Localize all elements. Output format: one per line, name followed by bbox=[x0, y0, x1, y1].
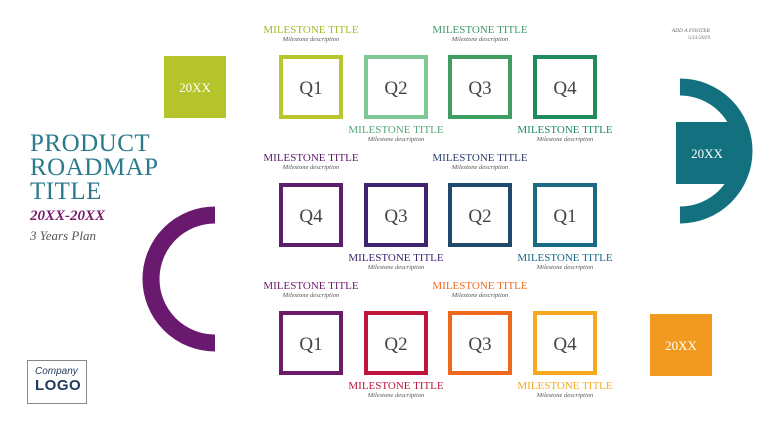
quarter-label: Q1 bbox=[553, 206, 576, 227]
quarter-box: Q4 bbox=[533, 311, 597, 375]
milestone-title: MILESTONE TITLE bbox=[432, 152, 528, 164]
quarter-box-frame bbox=[533, 311, 597, 375]
milestone-title: MILESTONE TITLE bbox=[348, 380, 444, 392]
quarter-label: Q1 bbox=[299, 78, 322, 99]
milestone-description: Milestone description bbox=[451, 164, 509, 171]
milestone-title: MILESTONE TITLE bbox=[348, 124, 444, 136]
company-logo: Company LOGO bbox=[27, 360, 87, 404]
title-line-2: ROADMAP bbox=[30, 154, 159, 181]
milestone-description: Milestone description bbox=[451, 36, 509, 43]
milestone-description: Milestone description bbox=[367, 264, 425, 271]
year-marker-box bbox=[650, 314, 712, 376]
quarter-box-frame bbox=[364, 183, 428, 247]
plan-label: 3 Years Plan bbox=[30, 228, 96, 243]
year-marker: 20XX bbox=[164, 56, 226, 118]
track-right-curve bbox=[679, 78, 753, 224]
quarter-label: Q2 bbox=[468, 206, 491, 227]
milestone-title: MILESTONE TITLE bbox=[517, 252, 613, 264]
quarter-label: Q4 bbox=[553, 334, 577, 355]
quarter-box: Q1 bbox=[279, 55, 343, 119]
quarter-box-frame bbox=[364, 55, 428, 119]
quarter-box: Q2 bbox=[364, 55, 428, 119]
milestone-title: MILESTONE TITLE bbox=[263, 152, 359, 164]
quarter-box: Q4 bbox=[533, 55, 597, 119]
footer: ADD A FOOTER 5/11/2019 bbox=[672, 28, 710, 42]
quarter-box: Q2 bbox=[448, 183, 512, 247]
quarter-box: Q3 bbox=[364, 183, 428, 247]
title-line-3: TITLE bbox=[30, 178, 102, 205]
milestone-title: MILESTONE TITLE bbox=[517, 380, 613, 392]
milestone-title: MILESTONE TITLE bbox=[432, 280, 528, 292]
quarter-box-frame bbox=[533, 183, 597, 247]
quarter-box-frame bbox=[279, 55, 343, 119]
quarter-label: Q4 bbox=[299, 206, 323, 227]
quarter-box-frame bbox=[364, 311, 428, 375]
milestone-title: MILESTONE TITLE bbox=[348, 252, 444, 264]
quarter-label: Q3 bbox=[468, 78, 491, 99]
footer-text: ADD A FOOTER bbox=[671, 28, 710, 34]
milestone-description: Milestone description bbox=[282, 292, 340, 299]
year-marker-label: 20XX bbox=[691, 146, 723, 161]
milestone-description: Milestone description bbox=[536, 392, 594, 399]
year-marker: 20XX bbox=[650, 314, 712, 376]
milestone-title: MILESTONE TITLE bbox=[517, 124, 613, 136]
quarter-box-frame bbox=[448, 55, 512, 119]
quarter-box: Q4 bbox=[279, 183, 343, 247]
quarter-box-frame bbox=[533, 55, 597, 119]
year-marker-label: 20XX bbox=[179, 80, 211, 95]
milestone-description: Milestone description bbox=[451, 292, 509, 299]
quarter-label: Q3 bbox=[384, 206, 407, 227]
milestone-description: Milestone description bbox=[282, 36, 340, 43]
logo-text: LOGO bbox=[35, 377, 82, 394]
year-marker: 20XX bbox=[676, 122, 738, 184]
year-marker-box bbox=[164, 56, 226, 118]
years-range: 20XX-20XX bbox=[30, 208, 106, 224]
milestone-title: MILESTONE TITLE bbox=[432, 24, 528, 36]
quarter-box: Q1 bbox=[279, 311, 343, 375]
quarter-box-frame bbox=[448, 183, 512, 247]
page-title: PRODUCT ROADMAP TITLE bbox=[30, 130, 200, 205]
quarter-box-frame bbox=[279, 311, 343, 375]
quarter-label: Q2 bbox=[384, 334, 407, 355]
quarter-label: Q3 bbox=[468, 334, 491, 355]
milestone-description: Milestone description bbox=[367, 136, 425, 143]
quarter-box-frame bbox=[448, 311, 512, 375]
year-marker-label: 20XX bbox=[665, 338, 697, 353]
quarter-box: Q1 bbox=[533, 183, 597, 247]
milestone-title: MILESTONE TITLE bbox=[263, 280, 359, 292]
milestone-description: Milestone description bbox=[367, 392, 425, 399]
footer-date: 5/11/2019 bbox=[688, 35, 710, 41]
milestone-description: Milestone description bbox=[536, 136, 594, 143]
quarter-box: Q3 bbox=[448, 55, 512, 119]
quarter-box: Q2 bbox=[364, 311, 428, 375]
milestone-title: MILESTONE TITLE bbox=[263, 24, 359, 36]
year-marker-box bbox=[676, 122, 738, 184]
title-block: PRODUCT ROADMAP TITLE 20XX-20XX 3 Years … bbox=[30, 130, 200, 244]
milestone-description: Milestone description bbox=[282, 164, 340, 171]
quarter-label: Q2 bbox=[384, 78, 407, 99]
title-line-1: PRODUCT bbox=[30, 130, 151, 157]
track-left-curve bbox=[142, 206, 216, 352]
quarter-box-frame bbox=[279, 183, 343, 247]
quarter-label: Q1 bbox=[299, 334, 322, 355]
quarter-box: Q3 bbox=[448, 311, 512, 375]
quarter-label: Q4 bbox=[553, 78, 577, 99]
logo-company-text: Company bbox=[35, 366, 78, 377]
milestone-description: Milestone description bbox=[536, 264, 594, 271]
